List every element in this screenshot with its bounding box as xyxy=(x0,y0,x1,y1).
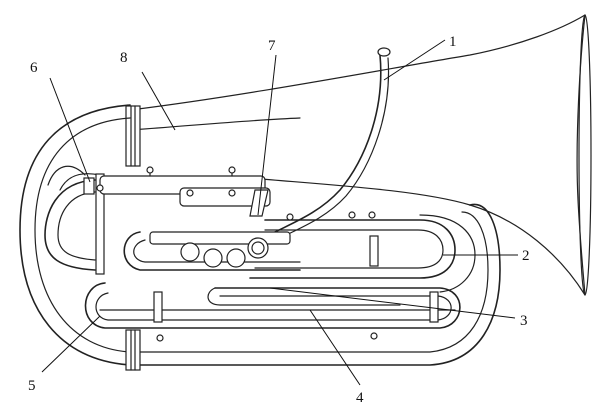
callout-8: 8 xyxy=(120,50,128,66)
bell-ring xyxy=(125,105,141,167)
bottom-ring xyxy=(125,329,141,371)
lower-loops xyxy=(84,282,461,342)
leader-3 xyxy=(269,287,516,319)
callout-1: 1 xyxy=(449,34,457,50)
callout-7: 7 xyxy=(268,38,276,54)
valve-cluster xyxy=(123,231,301,271)
right-loops xyxy=(249,211,476,293)
left-loops xyxy=(44,165,105,275)
leader-5 xyxy=(41,315,101,373)
main-body xyxy=(19,104,501,371)
callout-2: 2 xyxy=(522,248,530,264)
top-tube xyxy=(96,166,271,217)
leader-6 xyxy=(49,77,91,183)
callout-5: 5 xyxy=(28,378,36,394)
leader-8 xyxy=(141,71,176,131)
callout-3: 3 xyxy=(520,313,528,329)
callout-labels: 1 2 3 4 5 6 7 8 xyxy=(28,34,530,406)
leader-7 xyxy=(257,54,277,216)
callout-4: 4 xyxy=(356,390,364,406)
leader-4 xyxy=(309,309,361,386)
leader-lines xyxy=(41,39,518,386)
leader-1 xyxy=(383,39,446,81)
mouthpipe xyxy=(274,47,391,239)
callout-6: 6 xyxy=(30,60,38,76)
